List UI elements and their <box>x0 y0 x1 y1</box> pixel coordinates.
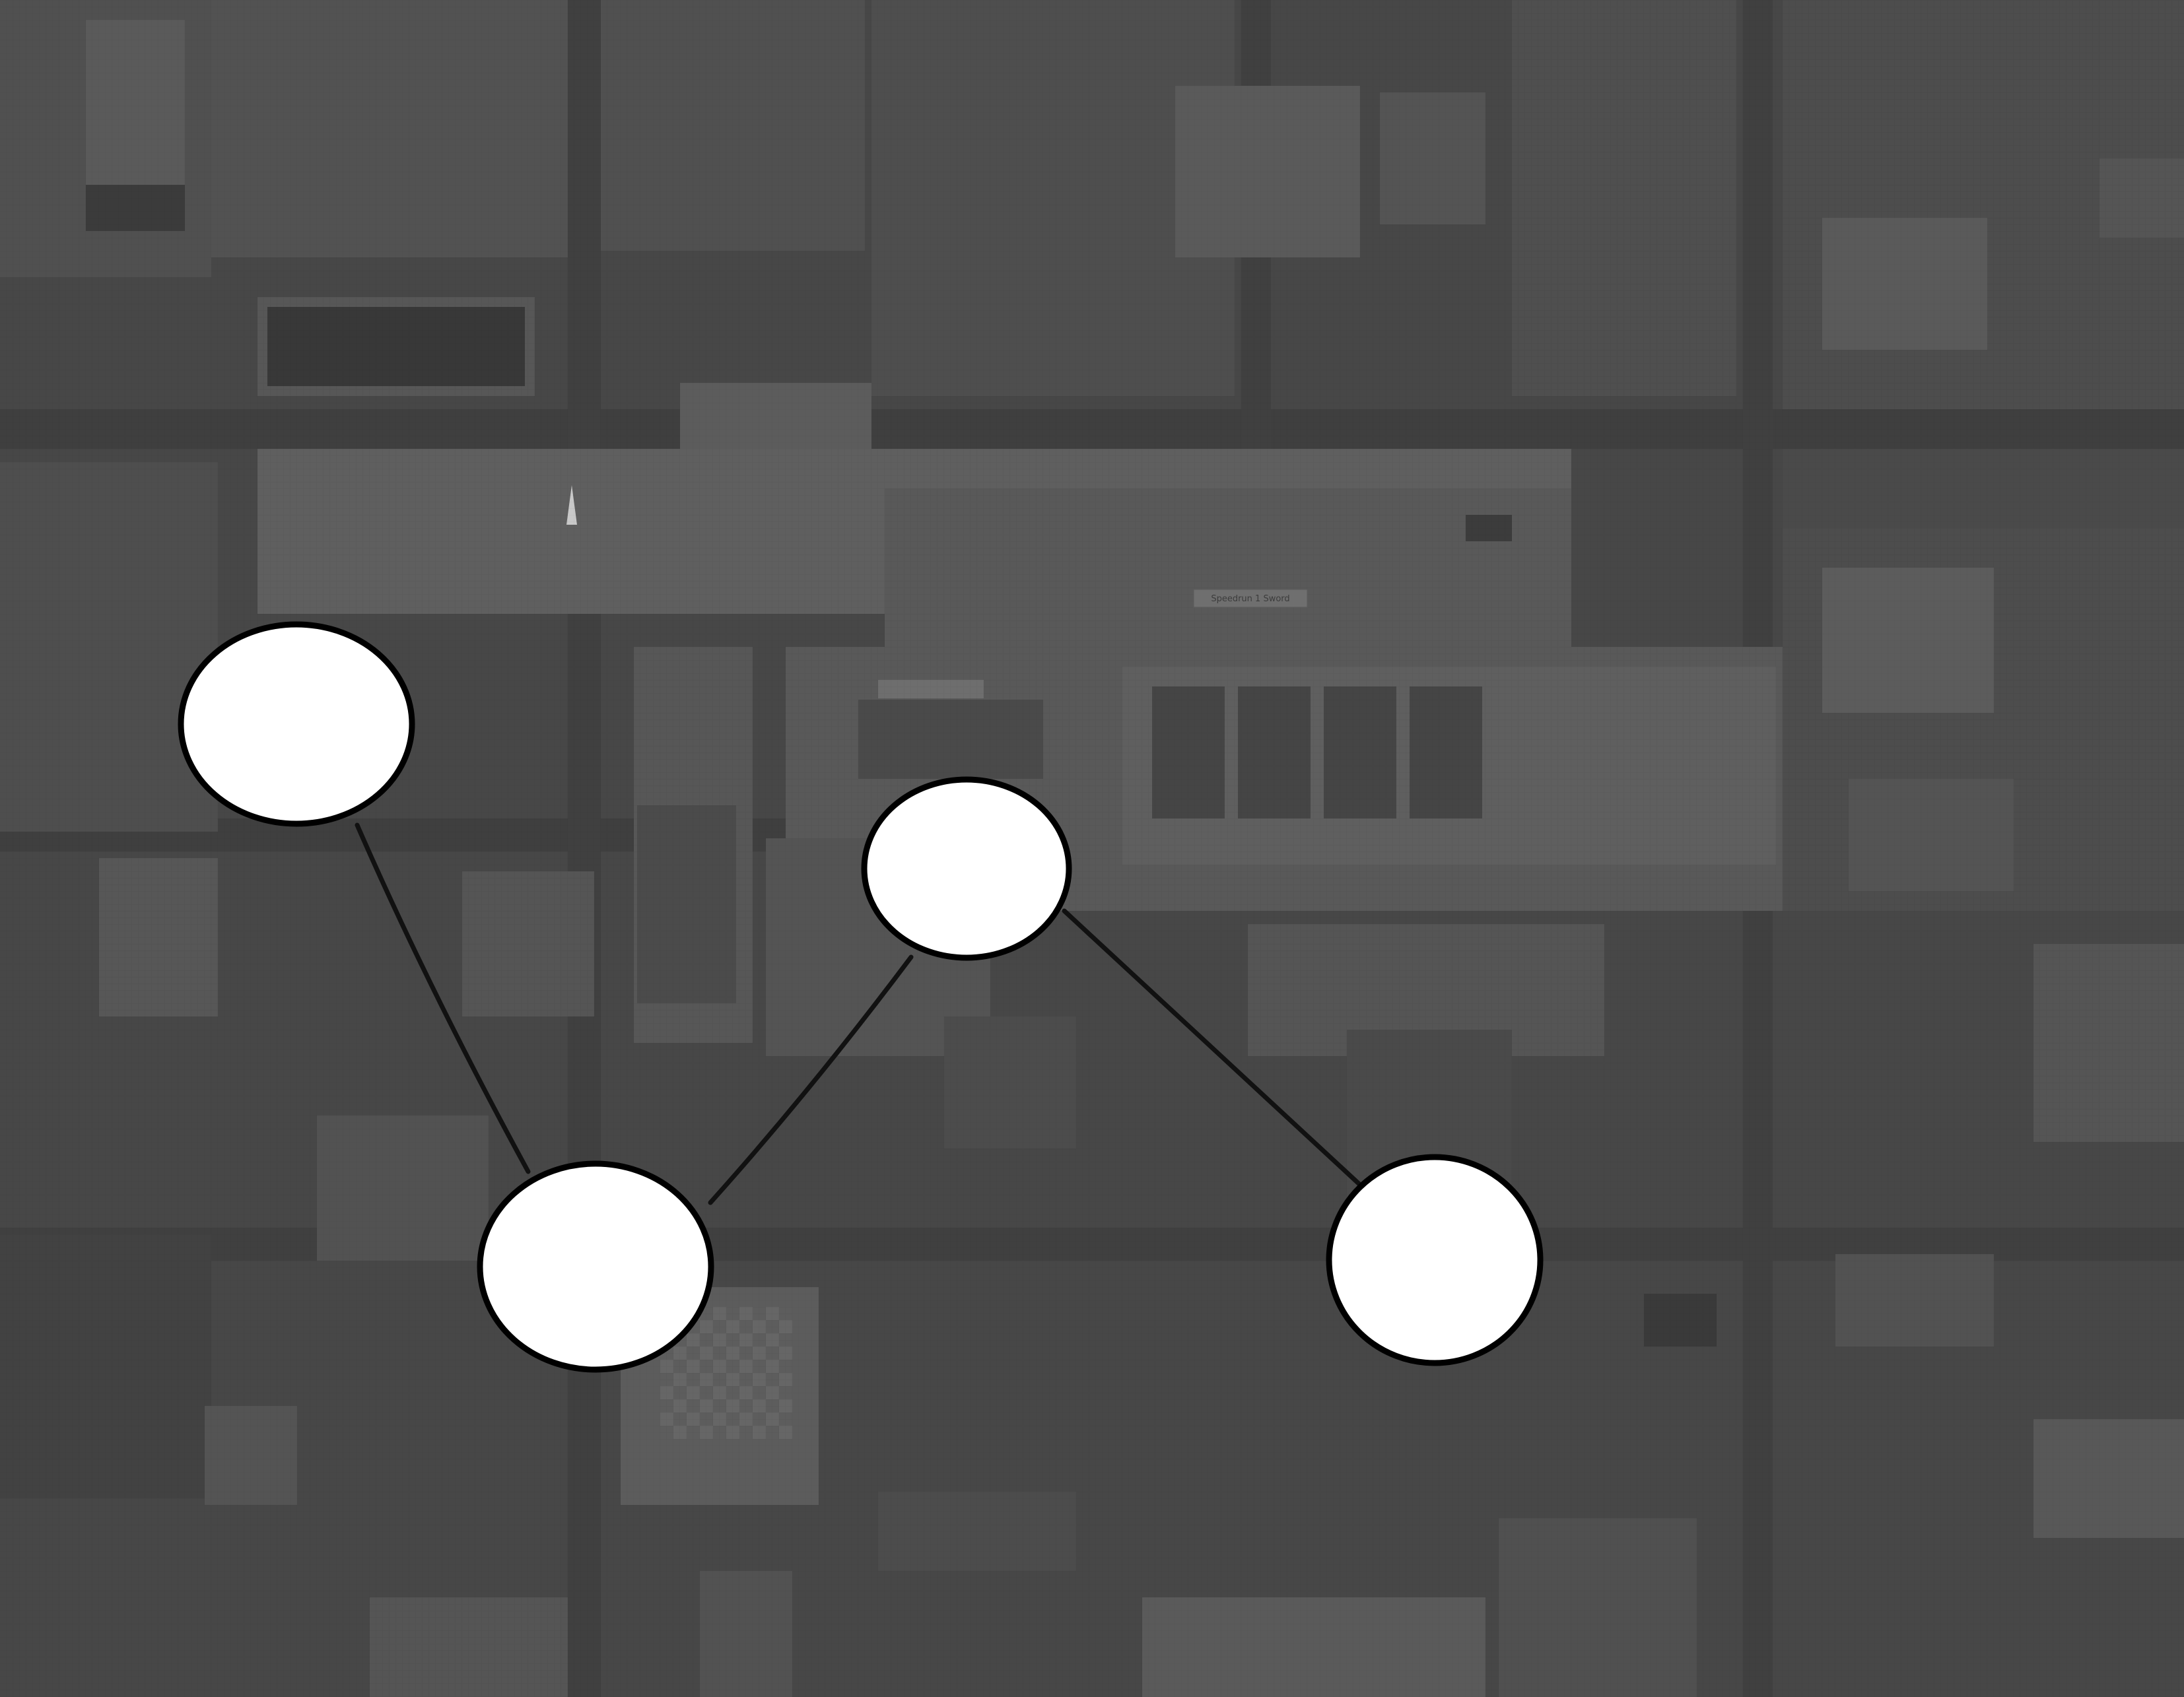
graph-node-b[interactable] <box>477 1160 714 1373</box>
speedrun-sign: Speedrun 1 Sword <box>1193 589 1308 608</box>
graph-edge-a-b <box>355 822 531 1174</box>
graph-node-a[interactable] <box>178 621 415 827</box>
graph-edge-b-c <box>708 954 914 1205</box>
graph-edges <box>355 822 1363 1205</box>
graph-node-c[interactable] <box>861 776 1072 961</box>
speedrun-sign-label: Speedrun 1 Sword <box>1211 594 1289 604</box>
graph-edge-c-d <box>1062 908 1363 1187</box>
graph-nodes <box>178 621 1544 1373</box>
graph-node-d[interactable] <box>1326 1154 1544 1366</box>
